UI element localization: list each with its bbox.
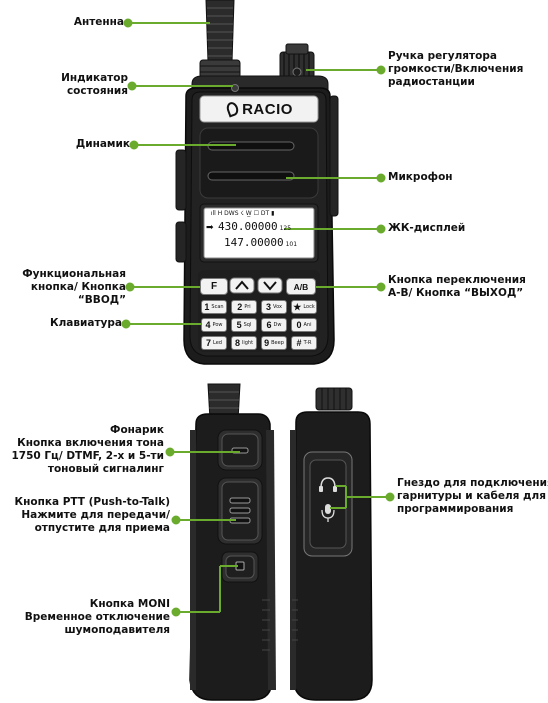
keypad-key-sub: light [241,340,254,346]
keypad-key-sub: Beep [271,340,284,346]
label-speaker: Динамик [75,138,130,150]
lcd-screen [203,207,315,259]
keypad-key-number: 9 [264,338,270,348]
side-volume-knob [315,387,353,411]
callout-lines [121,18,395,617]
f-key: F [200,278,228,295]
side-view-jack [290,387,373,701]
lcd-row-b: 147.00000 101 [206,236,312,249]
lcd-freq-b: 147.00000 [224,236,284,249]
keypad-key-number: 3 [266,302,272,312]
ab-key: A/B [286,278,316,295]
keypad-key-number: 5 [236,320,242,330]
brand-logo: RACIO [212,99,308,119]
keypad-key-sub: Scan [211,304,224,310]
keypad-key-number: 8 [234,338,240,348]
chevron-up-icon [229,277,255,294]
microphone-icon [321,504,335,522]
keypad-key-number: ★ [293,301,302,312]
status-led [231,84,239,92]
speaker-slot-bottom [207,171,295,181]
side-view-ptt [189,383,276,701]
chevron-down-icon [257,277,283,294]
label-lcd: ЖК-дисплей [388,222,466,234]
keypad-key: #T-R [291,336,317,350]
lcd-content: ⁀ıll H DWS ☇ W̲ ☐ DT ▮ ➡ 430.00000 125 1… [206,210,312,256]
label-microphone: Микрофон [388,171,453,183]
keypad-key: ★Lock [291,300,317,314]
keypad-key-number: 1 [204,302,210,312]
keypad-key-number: 7 [206,338,212,348]
keypad-key-sub: Vox [273,304,282,310]
arrow-right-icon: ➡ [206,222,214,232]
lcd-freq-a: 430.00000 [218,220,278,233]
f-key-label: F [210,281,218,292]
volume-knob [279,43,315,83]
brand-name: RACIO [242,100,293,118]
keypad-key-number: 4 [205,320,211,330]
lcd-row-a: ➡ 430.00000 125 [206,220,312,233]
keypad-key-number: 2 [237,302,243,312]
keypad-key-sub: Led [213,340,222,346]
lcd-channel-a: 125 [279,225,292,232]
keypad-key-number: # [296,338,302,348]
keypad-key-sub: T-R [303,340,312,346]
ptt-button [217,477,263,545]
brand-mark-icon [225,100,241,118]
keypad-key-sub: Pri [244,304,251,310]
keypad-key-sub: Ani [303,322,312,328]
keypad-key-number: 6 [266,320,272,330]
lcd-status-row: ⁀ıll H DWS ☇ W̲ ☐ DT ▮ [206,210,275,217]
antenna [199,0,241,79]
label-ptt: Кнопка PTT (Push-to-Talk)Нажмите для пер… [14,496,170,534]
keypad-key-sub: Sql [243,322,252,328]
keypad-key-number: 0 [296,320,302,330]
keypad-key-sub: Lock [303,304,315,310]
ab-key-label: A/B [293,281,309,292]
flashlight-button [217,429,263,471]
headphones-icon [319,477,337,492]
label-antenna: Антенна [73,16,124,28]
label-keypad: Клавиатура [50,317,122,329]
keypad-key-sub: Pow [212,322,223,328]
keypad-key-sub: Dw [273,322,282,328]
lcd-channel-b: 101 [285,241,298,248]
